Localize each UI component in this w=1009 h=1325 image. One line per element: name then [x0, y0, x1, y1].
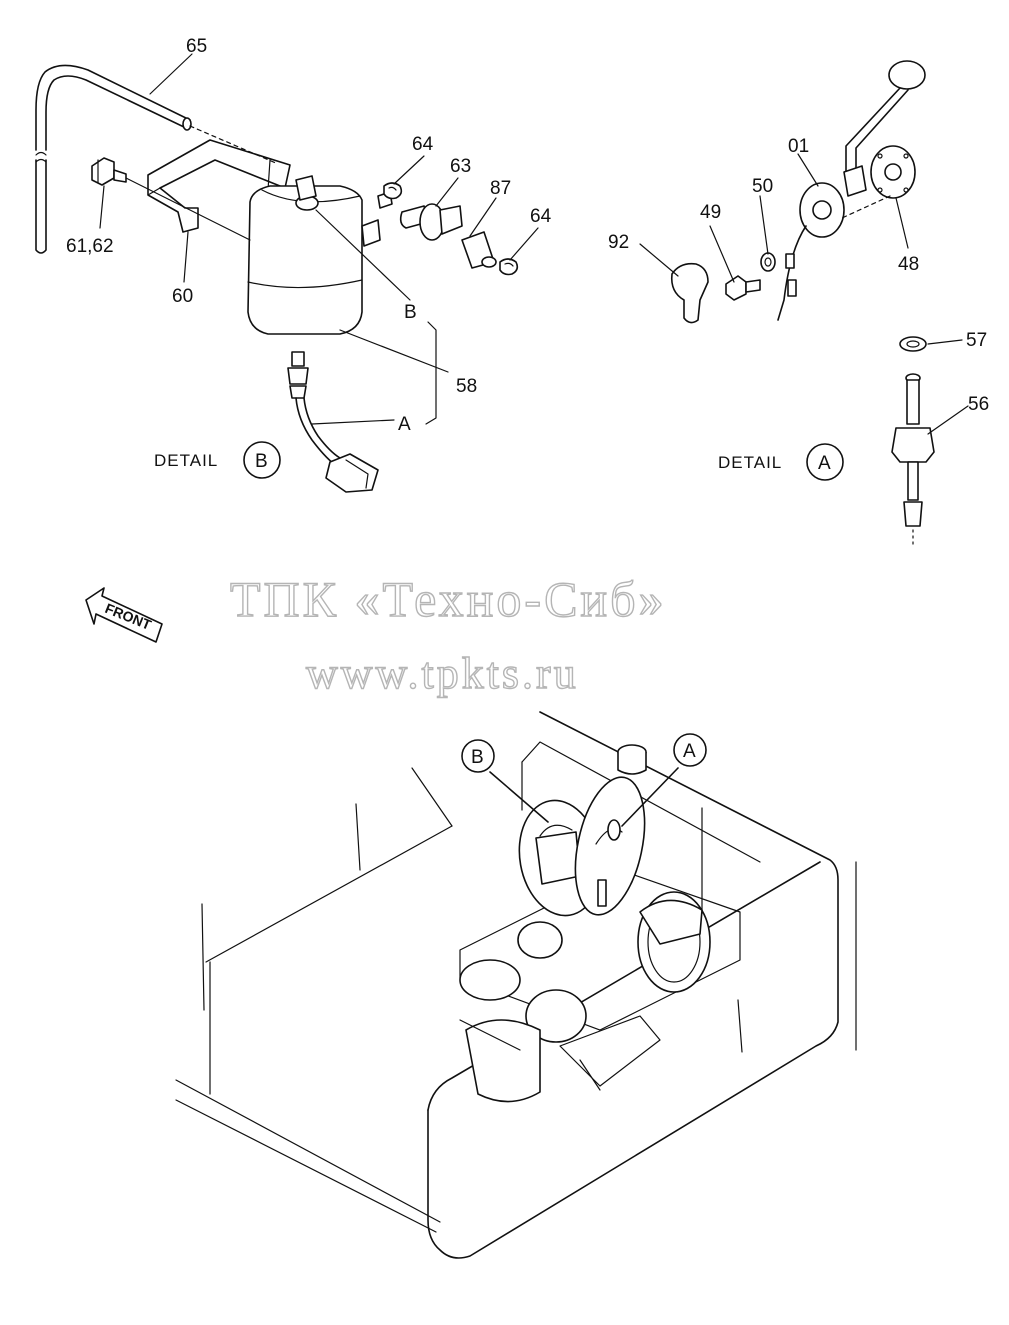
flange-48 [870, 145, 916, 199]
callout-63: 63 [450, 156, 471, 177]
detail-b-text: DETAIL [154, 451, 218, 470]
callout-numbers: 65 61,62 60 64 63 87 64 B 58 A 01 50 49 … [66, 36, 989, 435]
clamp-64-lower [499, 258, 519, 276]
filler-cap [617, 744, 647, 775]
clamp-64-upper [383, 182, 403, 200]
watermark: ТПК «Техно-Сиб» www.tpkts.ru [229, 570, 667, 698]
connector-63 [399, 203, 463, 241]
bolt-61-62 [91, 157, 127, 186]
overview-machine: B A [175, 711, 857, 1259]
detail-b-bracket [425, 321, 437, 425]
detail-b-letter: B [255, 451, 268, 472]
overview-circle-a: A [673, 733, 707, 767]
detail-a-label: DETAIL A [718, 443, 844, 481]
callout-87: 87 [490, 178, 511, 199]
callout-58: 58 [456, 376, 477, 397]
callout-61-62: 61,62 [66, 236, 114, 257]
detail-a-text: DETAIL [718, 453, 782, 472]
front-arrow: FRONT [85, 587, 163, 643]
callout-49: 49 [700, 202, 721, 223]
o-ring-57 [899, 336, 927, 352]
callout-a: A [398, 414, 411, 435]
washer-50 [760, 252, 776, 272]
callout-01: 01 [788, 136, 809, 157]
zoom-bubble-a [574, 776, 646, 916]
sensor-56 [891, 373, 935, 527]
callout-50: 50 [752, 176, 773, 197]
overview-circle-a-letter: A [683, 741, 696, 762]
detail-b-assembly [35, 64, 519, 493]
wire-terminals [785, 253, 797, 297]
hose-65 [35, 64, 192, 254]
callout-92: 92 [608, 232, 629, 253]
detail-a-letter: A [818, 453, 831, 474]
detail-b-label: DETAIL B [154, 441, 281, 479]
overview-circle-b: B [461, 739, 495, 773]
watermark-line-1: ТПК «Техно-Сиб» [230, 571, 667, 627]
callout-56: 56 [968, 394, 989, 415]
pipe-87 [461, 231, 497, 269]
detail-a-assembly [670, 60, 935, 546]
callout-65: 65 [186, 36, 207, 57]
level-switch-harness [287, 351, 379, 493]
callout-57: 57 [966, 330, 987, 351]
leader-lines [99, 53, 969, 435]
callout-64-upper: 64 [412, 134, 434, 155]
callout-48: 48 [898, 254, 919, 275]
screw-49 [725, 275, 761, 301]
callout-b: B [404, 302, 417, 323]
callout-60: 60 [172, 286, 193, 307]
cover-92 [670, 262, 709, 324]
watermark-line-2: www.tpkts.ru [306, 649, 579, 698]
overview-circle-b-letter: B [471, 747, 484, 768]
callout-64-lower: 64 [530, 206, 552, 227]
reservoir-tank-58 [247, 175, 393, 335]
